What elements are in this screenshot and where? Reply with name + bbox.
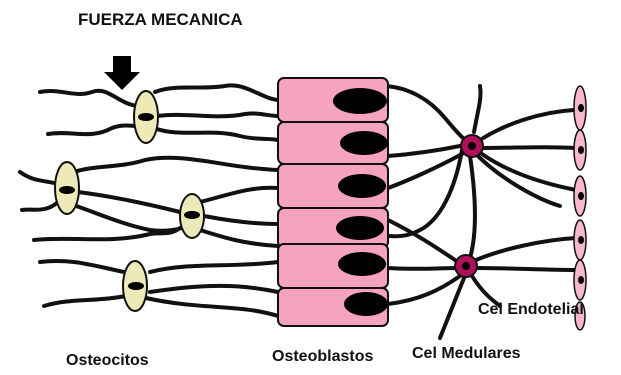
marrow-process [484, 147, 576, 148]
osteoblast-column [278, 78, 388, 326]
nucleus [59, 186, 75, 194]
osteoblast-process [388, 268, 458, 269]
nucleus [462, 262, 470, 270]
endothelial-cell [574, 176, 586, 216]
nucleus [578, 146, 584, 154]
osteocyte-process [40, 261, 124, 272]
marrow-process [478, 268, 576, 270]
endothelial-cell [574, 130, 586, 170]
endothelial-cell [574, 220, 586, 260]
nucleus [578, 192, 584, 200]
osteocyte-process [22, 202, 58, 210]
marrow-process [474, 86, 481, 132]
marrow-process [480, 110, 574, 140]
nucleus [578, 104, 584, 112]
down-arrow-icon [104, 56, 140, 90]
nucleus [336, 216, 384, 240]
marrow-cell [461, 135, 483, 157]
nucleus [128, 282, 144, 290]
osteocyte-process [158, 113, 278, 116]
nucleus [138, 113, 154, 121]
osteocyte-cell [55, 162, 79, 214]
osteoblasts-label: Osteoblastos [272, 348, 373, 366]
nucleus [578, 236, 584, 244]
nucleus [333, 88, 387, 114]
osteocyte-process [150, 262, 278, 272]
osteocyte-cell [134, 91, 158, 143]
osteocyte-process [74, 158, 278, 172]
nucleus [338, 252, 386, 276]
marrow-process [470, 156, 475, 258]
marrow-cells-label: Cel Medulares [412, 345, 520, 363]
nucleus [340, 131, 388, 155]
osteocyte-process [40, 91, 138, 106]
nucleus [468, 142, 476, 150]
endothelial-cells-label: Cel Endotelial [478, 301, 584, 319]
osteocyte-process [204, 216, 278, 224]
osteocyte-process [200, 230, 278, 246]
force-title: FUERZA MECANICA [78, 10, 243, 30]
endothelial-cell [574, 86, 586, 130]
osteocyte-cell [123, 261, 147, 311]
osteoblast-process [388, 154, 462, 188]
nucleus [184, 211, 200, 219]
osteocyte-process [200, 188, 278, 202]
nucleus [344, 292, 388, 316]
osteocytes-label: Osteocitos [66, 352, 149, 370]
osteoblast-cell [278, 122, 388, 164]
osteocyte-process [155, 85, 278, 100]
osteoblast-cell [278, 288, 388, 326]
osteocyte-process [20, 172, 58, 184]
marrow-process [388, 150, 462, 236]
osteoblast-process [388, 276, 460, 304]
osteocyte-cell [180, 194, 204, 238]
marrow-cell [455, 255, 477, 277]
osteoblast-process [388, 146, 460, 156]
marrow-process [476, 238, 576, 260]
osteocyte-process [146, 298, 278, 316]
nucleus [338, 174, 386, 198]
endothelial-cell [574, 260, 586, 300]
endothelial-column [574, 86, 586, 330]
osteocyte-process [48, 126, 138, 135]
osteocyte-process [44, 296, 126, 306]
nucleus [578, 276, 584, 284]
osteocyte-process [78, 192, 180, 212]
osteoblast-cell [278, 208, 388, 248]
osteoblast-cell [278, 164, 388, 208]
osteocyte-process [150, 286, 278, 292]
osteoblast-cell [278, 244, 388, 288]
osteocyte-process [154, 128, 278, 140]
osteoblast-cell [278, 78, 388, 122]
osteoblast-process [386, 86, 470, 144]
